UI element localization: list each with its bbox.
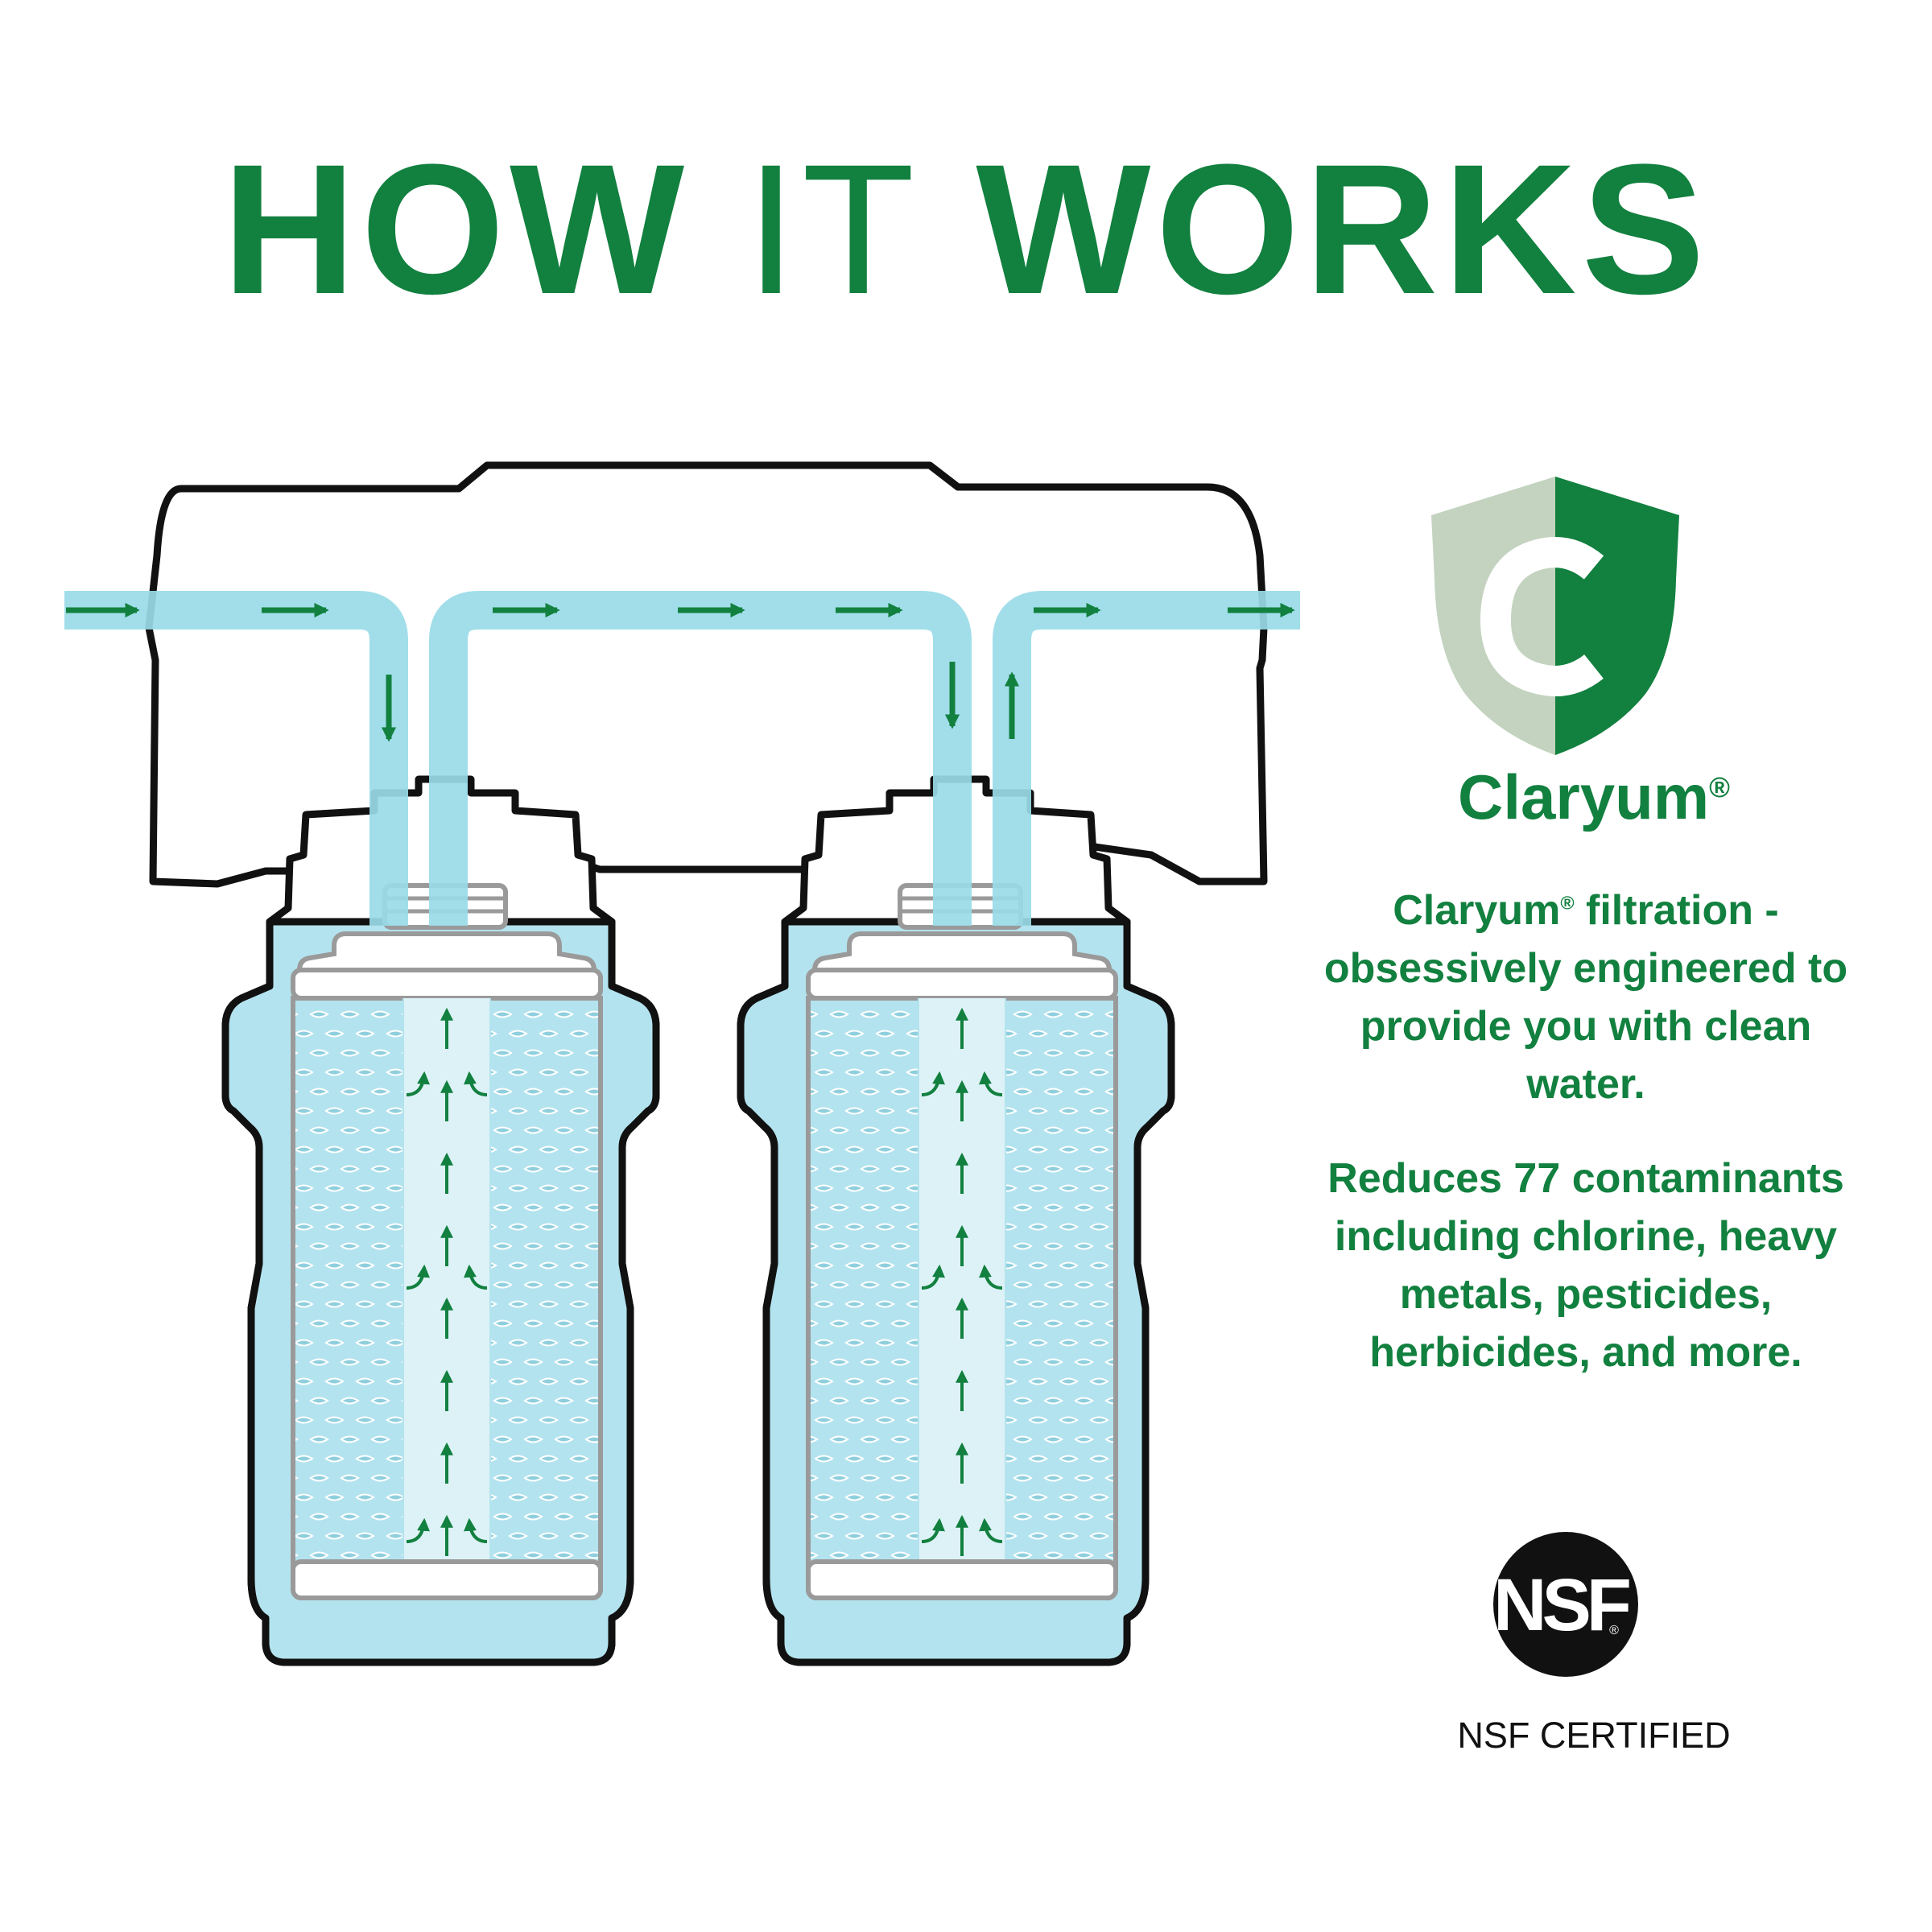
- flow-arrow-icon: [406, 1071, 430, 1096]
- brand-name-text: Claryum: [1458, 762, 1710, 832]
- internal-flow-arrows: [440, 1007, 968, 1556]
- flow-arrow-icon: [979, 1264, 1003, 1290]
- flow-arrow-icon: [464, 1264, 488, 1290]
- title-how: HOW: [222, 126, 690, 332]
- flow-arrow-icon: [464, 1517, 488, 1543]
- flow-arrow-icon: [979, 1071, 1003, 1096]
- flow-arrow-icon: [406, 1517, 430, 1543]
- title-it: IT: [745, 126, 920, 332]
- shield-logo-icon: [1431, 477, 1679, 755]
- page-title: HOW IT WORKS: [0, 137, 1932, 322]
- description-lead: Claryum: [1393, 887, 1561, 934]
- flow-arrows: [66, 602, 1295, 742]
- description-paragraph-2: Reduces 77 contaminants including chlori…: [1327, 1155, 1844, 1376]
- description-reg-mark: ®: [1560, 892, 1575, 914]
- brand-name: Claryum®: [1368, 761, 1819, 834]
- nsf-certified-label: NSF CERTIFIED: [1457, 1715, 1731, 1756]
- description-paragraph-1: Claryum® filtration - obsessively engine…: [1304, 881, 1868, 1113]
- nsf-badge-icon: NSF ®: [1493, 1532, 1638, 1677]
- flow-arrow-icon: [979, 1517, 1003, 1543]
- title-works: WORKS: [976, 126, 1710, 332]
- flow-arrow-icon: [464, 1071, 488, 1096]
- flow-arrow-icon: [406, 1264, 430, 1290]
- brand-reg-mark: ®: [1709, 772, 1730, 803]
- right-filter-housing: [737, 775, 1175, 1666]
- nsf-badge-reg: ®: [1609, 1624, 1619, 1637]
- flow-arrow-icon: [921, 1517, 945, 1543]
- nsf-badge-text: NSF: [1493, 1564, 1629, 1646]
- description-rest: filtration - obsessively engineered to p…: [1323, 887, 1848, 1108]
- flow-arrow-icon: [921, 1071, 945, 1096]
- flow-arrow-icon: [921, 1264, 945, 1290]
- curved-flow-arrows: [406, 1071, 1003, 1543]
